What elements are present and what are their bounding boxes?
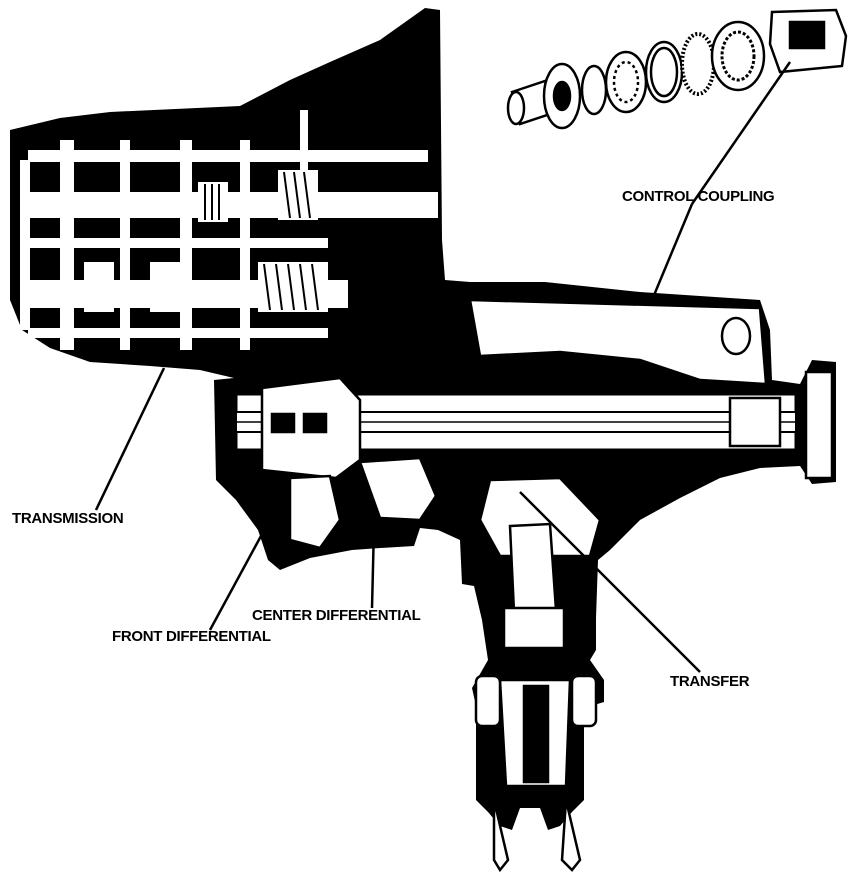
leader-control-coupling [650, 203, 694, 301]
control-coupling-housing [468, 298, 834, 480]
center-differential-label: CENTER DIFFERENTIAL [252, 607, 421, 624]
control-coupling-label: CONTROL COUPLING [622, 188, 775, 205]
front-differential-label: FRONT DIFFERENTIAL [112, 628, 271, 645]
differential-assembly [260, 376, 438, 550]
gear-teeth-hatching [204, 171, 319, 311]
transfer-assembly [474, 476, 602, 873]
leader-lines [94, 61, 792, 673]
transmission-gear-train [20, 110, 438, 350]
transfer-label: TRANSFER [670, 673, 750, 690]
control-coupling-exploded-parts [506, 8, 848, 130]
leader-transmission [94, 367, 166, 511]
leader-transfer [519, 491, 701, 673]
leader-center-differential [370, 525, 376, 609]
leader-front-differential [208, 511, 276, 631]
transaxle-housing [10, 8, 836, 873]
leader-control-coupling-upper [690, 61, 792, 205]
transmission-label: TRANSMISSION [12, 510, 124, 527]
